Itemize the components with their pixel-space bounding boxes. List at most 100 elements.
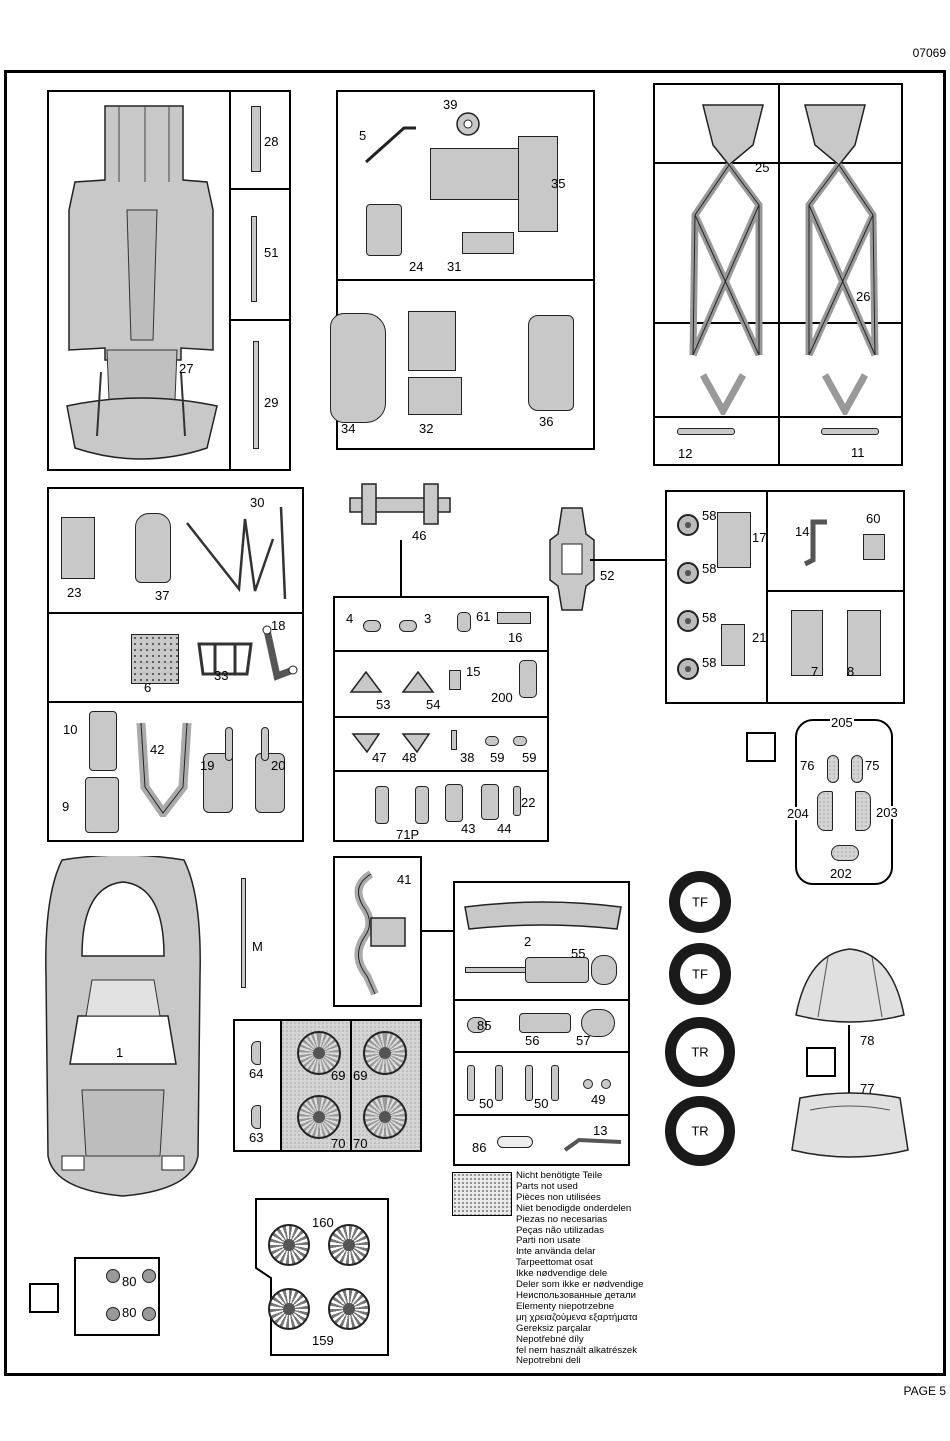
sprue-box-interior-panels [330,279,595,450]
part-label-19: 19 [200,758,215,773]
part-label-3: 3 [424,611,432,626]
part-label-32: 32 [419,421,434,436]
part-label-58-d: 58 [702,655,717,670]
part-label-13: 13 [593,1123,608,1138]
part-label-37: 37 [155,588,170,603]
part-label-159: 159 [312,1333,334,1348]
tire-front-1: TF [669,871,731,933]
part-label-49: 49 [591,1092,606,1107]
tire-front-2: TF [669,943,731,1005]
part-label-75: 75 [865,758,880,773]
part-label-160: 160 [312,1215,334,1230]
part-label-51: 51 [264,245,279,260]
part-label-52: 52 [600,568,615,583]
part-label-43: 43 [461,821,476,836]
part-label-25: 25 [755,160,770,175]
part-label-59-a: 59 [490,750,505,765]
part-label-8: 8 [847,664,855,679]
part-label-55: 55 [571,946,586,961]
part-label-85: 85 [477,1018,492,1033]
part-label-6: 6 [144,680,152,695]
clear-parts-checkbox[interactable] [746,732,776,762]
parts-sheet-frame [4,70,946,1376]
part-label-202: 202 [830,866,852,881]
sprue-box-engine-parts [453,999,630,1053]
part-label-64: 64 [249,1066,264,1081]
wheel-160-a [268,1224,310,1266]
part-label-60: 60 [866,511,881,526]
part-label-11: 11 [851,445,865,460]
part-label-205: 205 [830,715,854,730]
part-label-56: 56 [525,1033,540,1048]
sprue-box-brakes [665,490,905,704]
sprue-cell-28 [229,90,291,190]
part-label-70-a: 70 [331,1136,346,1151]
sprue-box-roll-cage [653,83,903,466]
tire-rear-2: TR [665,1096,735,1166]
sprue-box-80 [74,1257,160,1336]
floor-pan-drawing [66,105,218,460]
part-label-58-a: 58 [702,508,717,523]
body-shell-drawing [45,856,201,1197]
connector-line [848,1025,850,1095]
part-label-50-a: 50 [479,1096,494,1111]
part-label-4: 4 [346,611,354,626]
parts-not-used-legend: Nicht benötigte Teile Parts not used Piè… [516,1170,644,1367]
part-label-7: 7 [811,664,819,679]
sprue-box-seat [47,487,304,614]
part-label-41: 41 [397,872,412,887]
part-label-36: 36 [539,414,554,429]
part-label-34: 34 [341,421,356,436]
part-label-39: 39 [443,97,458,112]
part-label-28: 28 [264,134,279,149]
part-label-63: 63 [249,1130,264,1145]
part-80-checkbox[interactable] [29,1283,59,1313]
part-label-29: 29 [264,395,279,410]
part-label-24: 24 [409,259,424,274]
sprue-box-small-2 [333,650,549,718]
part-label-48: 48 [402,750,417,765]
sprue-box-small-4 [333,770,549,842]
part-label-23: 23 [67,585,82,600]
part-label-M: M [252,939,263,954]
part-label-69-b: 69 [353,1068,368,1083]
part-label-78: 78 [860,1033,875,1048]
sprue-box-exhaust-41 [333,856,422,1007]
connector-line [400,540,402,598]
part-label-77: 77 [860,1081,875,1096]
sprue-box-floor [47,90,231,471]
part-label-33: 33 [214,668,229,683]
sprue-cell-29 [229,319,291,471]
part-label-58-b: 58 [702,561,717,576]
sprue-box-exhaust [47,701,304,842]
page-number: PAGE 5 [903,1384,946,1398]
wheel-160-b [328,1224,370,1266]
part-label-46: 46 [412,528,427,543]
part-label-71P: 71P [396,827,420,842]
part-label-86: 86 [472,1140,487,1155]
connector-line [420,930,455,932]
part-label-47: 47 [372,750,387,765]
part-label-44: 44 [497,821,512,836]
sprue-box-grille [47,612,304,703]
part-label-203: 203 [876,805,898,820]
part-label-30: 30 [250,495,265,510]
wheel-159-b [328,1288,370,1330]
part-label-69-a: 69 [331,1068,346,1083]
part-label-14: 14 [795,524,810,539]
part-label-70-b: 70 [353,1136,368,1151]
part-label-53: 53 [376,697,391,712]
part-label-12: 12 [678,446,693,461]
rear-window-drawing [795,948,905,1023]
part-label-57: 57 [576,1033,591,1048]
part-label-200: 200 [491,690,513,705]
part-label-58-c: 58 [702,610,717,625]
sprue-box-small-3 [333,716,549,772]
part-label-2: 2 [524,934,532,949]
part-label-1: 1 [116,1045,124,1060]
part-label-17: 17 [752,530,767,545]
window-parts-checkbox[interactable] [806,1047,836,1077]
part-label-61: 61 [476,609,491,624]
part-52-drawing [549,507,595,611]
part-label-5: 5 [359,128,367,143]
